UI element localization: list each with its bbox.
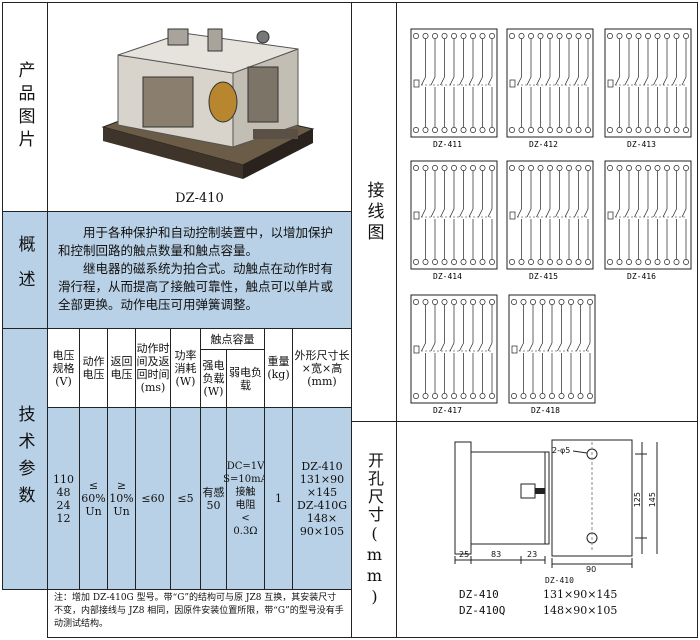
wiring-caption: DZ-415 — [529, 272, 558, 281]
tech-label: 技术参数 — [14, 405, 35, 513]
product-image-cell: DZ-410 — [47, 2, 352, 212]
cutout-drawing-cell: 25 83 23 90 2-φ5 125 145 DZ-410 DZ-410 1… — [396, 421, 698, 638]
header-strong-load: 强电负载(W) — [200, 349, 227, 408]
cutout-fig-caption: DZ-410 — [545, 576, 574, 585]
dim-seg1: 25 — [459, 550, 470, 559]
header-weight: 重量(kg) — [264, 328, 293, 408]
cutout-label: 开孔尺寸(mm) — [365, 451, 384, 608]
overview-paragraph-2: 继电器的磁系统为拍合式。动触点在动作时有滑行程，从而提高了接触可靠性，触点可以单… — [58, 261, 334, 312]
relay-photo — [101, 28, 315, 179]
header-voltage: 电压规格(V) — [47, 328, 80, 408]
wiring-caption: DZ-412 — [529, 140, 558, 149]
wiring-diagram-dz-414: DZ-414 — [410, 160, 498, 281]
value-weak-load: DC=1V S=10mA 接触 电阻 < 0.3Ω — [223, 407, 268, 590]
overview-paragraph-1: 用于各种保护和自动控制装置中，以增加保护和控制回路的触点数量和触点容量。 — [58, 225, 334, 258]
dim-seg2: 83 — [491, 550, 502, 559]
note-cell: 注：增加 DZ-410G 型号。带“G”的结构可与原 JZ8 互换，其安装尺寸不… — [47, 589, 352, 638]
wiring-caption: DZ-413 — [627, 140, 656, 149]
header-release: 返回电压 — [107, 328, 136, 408]
value-weight: 1 — [264, 407, 293, 590]
header-contact-capacity: 触点容量 — [200, 328, 265, 350]
wiring-caption: DZ-417 — [433, 406, 462, 415]
wiring-label-cell: 接线图 — [351, 2, 397, 422]
wiring-diagram-dz-416: DZ-416 — [604, 160, 692, 281]
header-dims: 外形尺寸长×宽×高(mm) — [292, 328, 352, 408]
value-pickup: ≤ 60% Un — [79, 407, 108, 590]
note-text: 注：增加 DZ-410G 型号。带“G”的结构可与原 JZ8 互换，其安装尺寸不… — [54, 593, 344, 629]
size-model-2: DZ-410Q — [459, 604, 506, 617]
header-time: 动作时间及返回时间(ms) — [135, 328, 171, 408]
overview-label: 概述 — [14, 235, 35, 305]
value-power: ≤5 — [170, 407, 201, 590]
dim-hole: 2-φ5 — [552, 446, 571, 455]
wiring-caption: DZ-411 — [433, 140, 462, 149]
overview-label-cell: 概述 — [2, 211, 48, 329]
wiring-diagram-dz-418: DZ-418 — [508, 294, 596, 415]
tech-params-table: 电压规格(V) 动作电压 返回电压 动作时间及返回时间(ms) 功率消耗(W) … — [47, 328, 352, 590]
product-label-cell: 产品图片 — [2, 2, 48, 212]
dim-width: 90 — [586, 565, 597, 574]
header-power: 功率消耗(W) — [170, 328, 201, 408]
value-release: ≥ 10% Un — [107, 407, 136, 590]
wiring-label: 接线图 — [363, 180, 384, 244]
wiring-caption: DZ-416 — [627, 272, 656, 281]
wiring-caption: DZ-414 — [433, 272, 462, 281]
wiring-caption: DZ-418 — [531, 406, 560, 415]
value-time: ≤60 — [135, 407, 171, 590]
model-caption: DZ-410 — [175, 191, 224, 206]
cutout-drawing — [454, 439, 658, 568]
size-value-2: 148×90×105 — [543, 604, 618, 617]
header-weak-load: 弱电负载 — [226, 349, 265, 408]
size-value-1: 131×90×145 — [543, 588, 618, 601]
wiring-diagram-dz-412: DZ-412 — [506, 28, 594, 149]
dim-h2: 145 — [648, 492, 657, 508]
value-voltage: 110 48 24 12 — [47, 407, 80, 590]
overview-text-cell: 用于各种保护和自动控制装置中，以增加保护和控制回路的触点数量和触点容量。 继电器… — [47, 211, 352, 329]
dim-seg3: 23 — [527, 550, 538, 559]
wiring-diagram-dz-413: DZ-413 — [604, 28, 692, 149]
size-model-1: DZ-410 — [459, 588, 499, 601]
header-pickup: 动作电压 — [79, 328, 108, 408]
wiring-diagram-dz-411: DZ-411 — [410, 28, 498, 149]
value-dims: DZ-410 131×90 ×145 DZ-410G 148× 90×105 — [292, 407, 352, 590]
product-label: 产品图片 — [14, 61, 35, 153]
value-strong-load: 有感 50 — [200, 407, 227, 590]
wiring-diagram-dz-417: DZ-417 — [410, 294, 498, 415]
wiring-diagram-dz-415: DZ-415 — [506, 160, 594, 281]
cutout-label-cell: 开孔尺寸(mm) — [351, 421, 397, 638]
dim-h1: 125 — [633, 492, 642, 508]
tech-label-cell: 技术参数 — [2, 328, 48, 590]
